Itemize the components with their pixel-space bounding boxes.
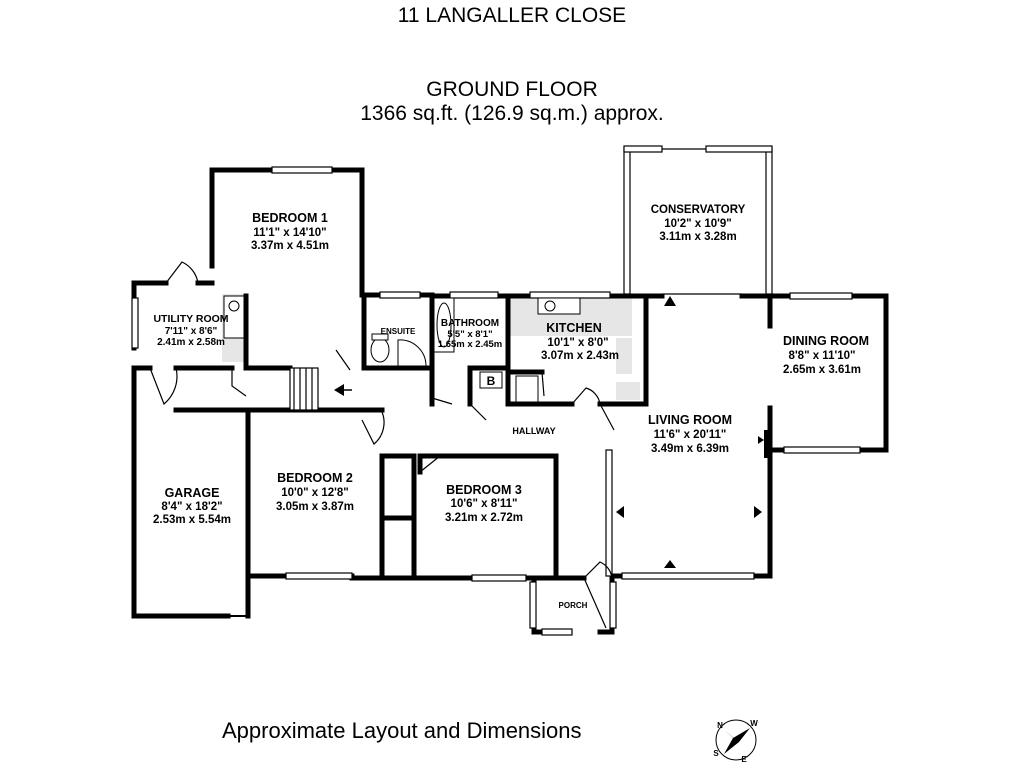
bedroom2-imperial: 10'0" x 12'8" bbox=[281, 487, 349, 499]
bathroom-metric: 1.65m x 2.45m bbox=[438, 339, 502, 350]
floor-name: GROUND FLOOR bbox=[426, 78, 598, 101]
kitchen-imperial: 10'1" x 8'0" bbox=[547, 337, 608, 349]
garage-imperial: 8'4" x 18'2" bbox=[161, 501, 222, 513]
ensuite-name: ENSUITE bbox=[381, 327, 416, 336]
living-name: LIVING ROOM bbox=[648, 413, 732, 427]
kitchen-unit bbox=[515, 375, 539, 403]
doors bbox=[149, 261, 615, 629]
bedroom3-metric: 3.21m x 2.72m bbox=[445, 512, 523, 524]
utility-name: UTILITY ROOM bbox=[153, 313, 228, 325]
dining-metric: 2.65m x 3.61m bbox=[783, 364, 861, 376]
bathroom-imperial: 5'5" x 8'1" bbox=[447, 329, 492, 340]
conservatory-name: CONSERVATORY bbox=[651, 204, 746, 216]
boiler-label: B bbox=[487, 374, 496, 388]
porch-name: PORCH bbox=[559, 601, 588, 610]
boiler bbox=[479, 371, 503, 389]
compass-south: S bbox=[713, 749, 719, 758]
conservatory-glazing bbox=[623, 145, 773, 295]
fixtures bbox=[223, 295, 581, 403]
conservatory-metric: 3.11m x 3.28m bbox=[659, 231, 736, 243]
ensuite-cistern bbox=[371, 333, 389, 341]
bedroom2-metric: 3.05m x 3.87m bbox=[276, 501, 354, 513]
bedroom3-imperial: 10'6" x 8'11" bbox=[451, 498, 518, 510]
bedroom1-imperial: 11'1" x 14'10" bbox=[253, 227, 326, 239]
bathroom-name: BATHROOM bbox=[441, 318, 499, 329]
kitchen-sink bbox=[537, 297, 581, 315]
ensuite-toilet bbox=[370, 337, 390, 363]
compass-west: W bbox=[750, 719, 758, 728]
dining-name: DINING ROOM bbox=[783, 334, 869, 348]
shower bbox=[397, 339, 427, 367]
bedroom1-metric: 3.37m x 4.51m bbox=[251, 240, 329, 252]
compass-east: E bbox=[741, 755, 747, 764]
stairs bbox=[289, 367, 319, 411]
hallway-name: HALLWAY bbox=[512, 426, 555, 436]
floor-area: 1366 sq.ft. (126.9 sq.m.) approx. bbox=[360, 102, 664, 125]
dining-imperial: 8'8" x 11'10" bbox=[789, 350, 856, 362]
bedroom3-name: BEDROOM 3 bbox=[446, 483, 522, 497]
utility-imperial: 7'11" x 8'6" bbox=[165, 326, 218, 337]
markers bbox=[616, 296, 762, 568]
utility-sink-bowl bbox=[228, 300, 240, 312]
partitions bbox=[228, 462, 414, 617]
bedroom2-name: BEDROOM 2 bbox=[277, 471, 353, 485]
living-metric: 3.49m x 6.39m bbox=[651, 443, 729, 455]
compass-icon: N S W E bbox=[713, 719, 758, 764]
garage-metric: 2.53m x 5.54m bbox=[153, 514, 231, 526]
kitchen-sink-bowl bbox=[544, 300, 556, 312]
utility-metric: 2.41m x 2.58m bbox=[157, 337, 225, 348]
windows bbox=[131, 166, 861, 636]
kitchen-metric: 3.07m x 2.43m bbox=[541, 350, 619, 362]
compass-north: N bbox=[717, 721, 723, 730]
walls bbox=[131, 167, 889, 635]
kitchen-name: KITCHEN bbox=[546, 321, 602, 335]
plan-title: 11 LANGALLER CLOSE bbox=[397, 4, 627, 27]
living-imperial: 11'6" x 20'11" bbox=[654, 429, 727, 441]
conservatory-imperial: 10'2" x 10'9" bbox=[664, 218, 732, 230]
room-labels: BEDROOM 1 11'1" x 14'10" 3.37m x 4.51m U… bbox=[153, 204, 869, 610]
garage-name: GARAGE bbox=[165, 486, 220, 500]
fireplace bbox=[758, 430, 772, 458]
footer-note: Approximate Layout and Dimensions bbox=[222, 718, 582, 743]
bedroom1-name: BEDROOM 1 bbox=[252, 211, 328, 225]
stair-arrow bbox=[334, 384, 352, 396]
